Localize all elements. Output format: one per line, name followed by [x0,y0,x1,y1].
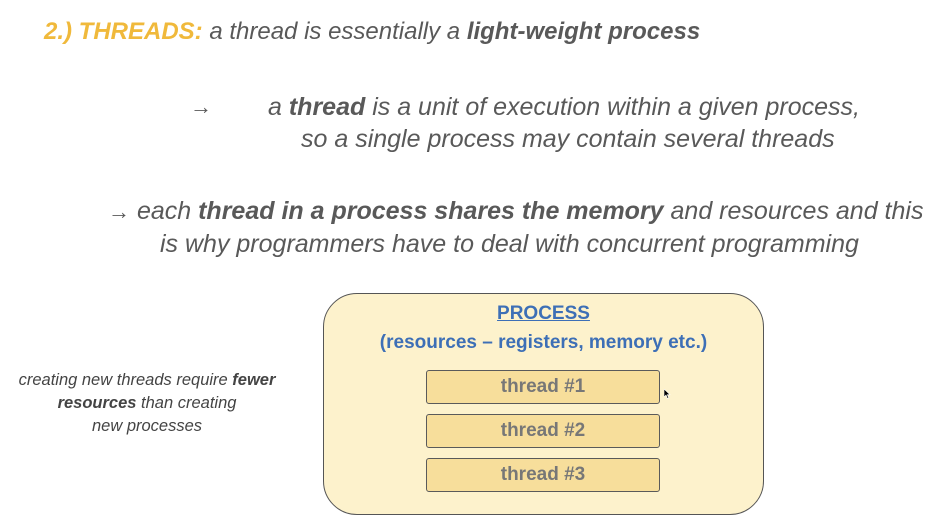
point1-line1: a thread is a unit of execution within a… [268,93,860,121]
arrow-icon: → [108,199,130,224]
thread-box-3: thread #3 [426,458,660,492]
point2-bold: thread in a process shares the memory [198,197,664,225]
title-emphasis: light-weight process [466,18,701,45]
point2-line1: → each thread in a process shares the me… [108,197,924,225]
slide-title: 2.) THREADS: a thread is essentially a l… [44,18,700,46]
point1-bold: thread [288,93,366,121]
title-middle: a thread is essentially a [202,18,467,45]
point1-line2: so a single process may contain several … [301,125,835,153]
point2-line2: is why programmers have to deal with con… [160,230,859,258]
process-title: PROCESS [497,303,590,324]
title-prefix: 2.) THREADS: [44,18,203,45]
arrow-icon: → [190,94,212,119]
mouse-cursor-icon [664,389,671,399]
thread-box-2: thread #2 [426,414,660,448]
thread-box-1: thread #1 [426,370,660,404]
process-subtitle: (resources – registers, memory etc.) [379,332,708,353]
